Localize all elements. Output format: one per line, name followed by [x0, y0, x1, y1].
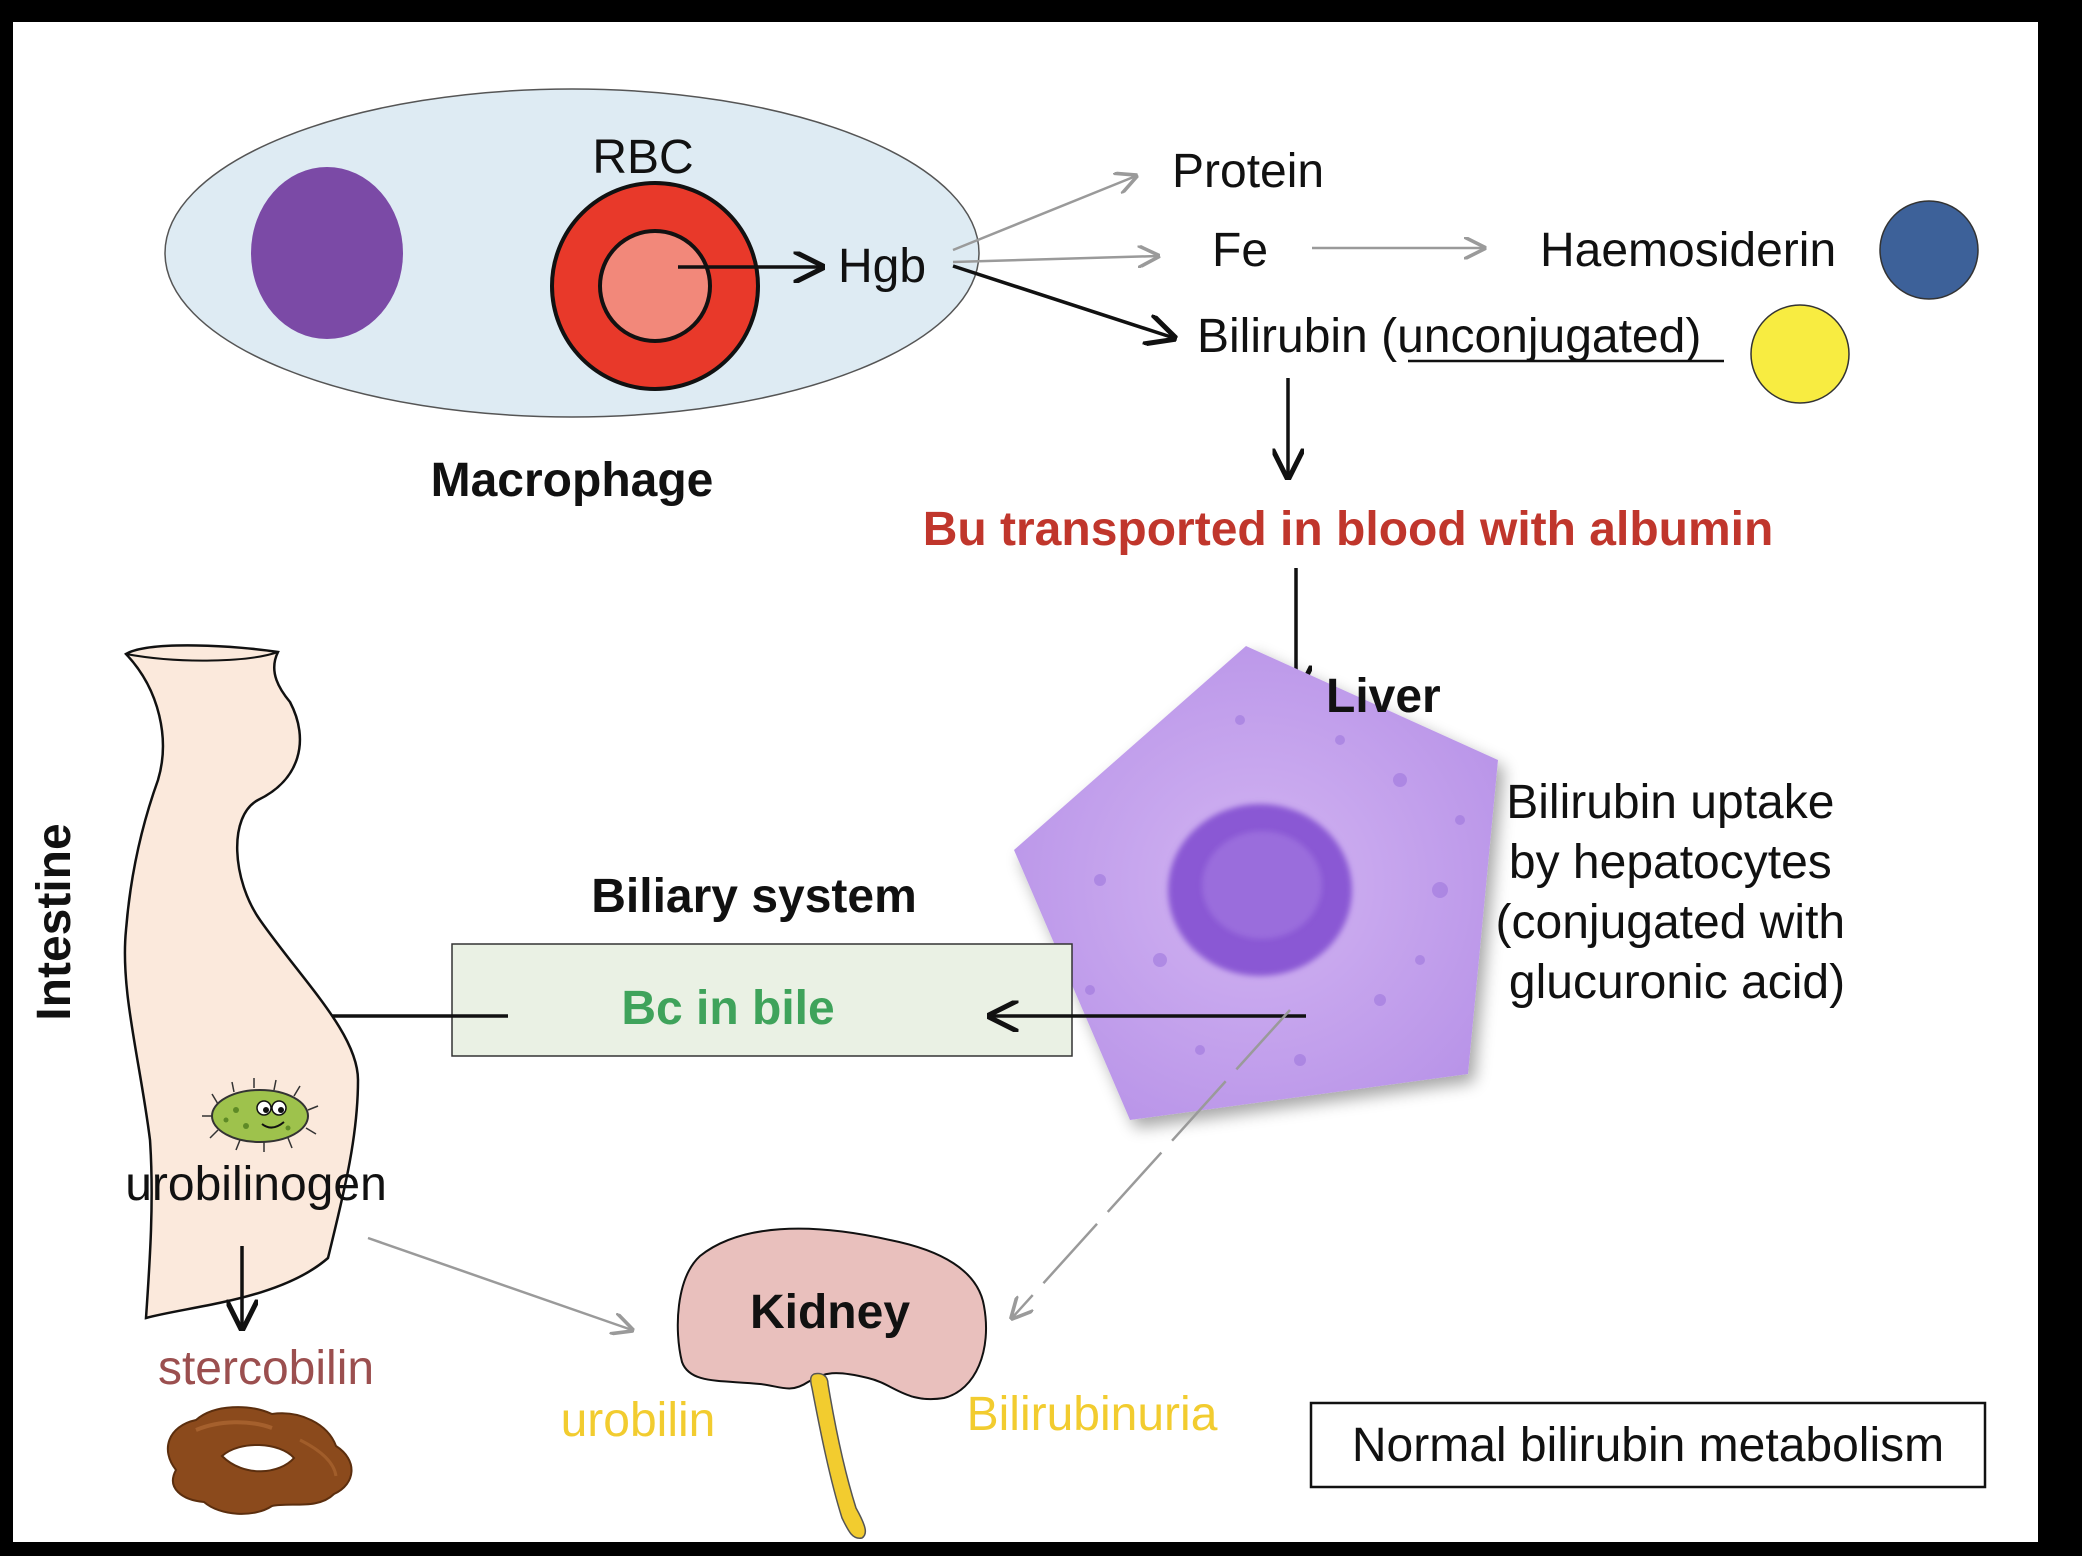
- arrow-to-protein: [952, 176, 1136, 252]
- rbc-inner: [598, 229, 712, 343]
- kidney-shape: [676, 1227, 988, 1401]
- intestine-shape: [123, 644, 360, 1320]
- title-text: Normal bilirubin metabolism: [1352, 1419, 1944, 1472]
- haemosiderin-dot: [1879, 200, 1979, 300]
- bilirubin-dot: [1750, 304, 1850, 404]
- bilirubinuria-label: Bilirubinuria: [967, 1388, 1218, 1441]
- stool-icon: [166, 1406, 353, 1515]
- macrophage-nucleus: [251, 167, 403, 339]
- arrow-liver-to-kidney: [1012, 1009, 1291, 1318]
- liver-label: Liver: [1326, 670, 1441, 723]
- rbc-label: RBC: [592, 131, 693, 184]
- arrow-to-fe: [952, 256, 1158, 262]
- macrophage-label: Macrophage: [431, 454, 714, 507]
- bacterium-icon: [202, 1078, 319, 1152]
- intestine-label: Intestine: [28, 823, 81, 1020]
- title-box: [1309, 1401, 1987, 1489]
- bile-box: [451, 943, 1073, 1057]
- biliary-heading: Biliary system: [591, 870, 917, 923]
- hgb-label: Hgb: [838, 240, 926, 293]
- transport-text: Bu transported in blood with albumin: [923, 503, 1774, 556]
- intestine-top-rim: [125, 651, 279, 662]
- ureter-icon: [809, 1372, 867, 1539]
- liver-uptake-text: Bilirubin uptake by hepatocytes (conjuga…: [1496, 776, 1859, 1009]
- arrow-intestine-to-kidney: [367, 1236, 632, 1330]
- kidney-label: Kidney: [750, 1286, 910, 1339]
- stercobilin-label: stercobilin: [158, 1342, 374, 1395]
- hepatocyte-image: [1014, 646, 1498, 1120]
- haemosiderin-label: Haemosiderin: [1540, 224, 1836, 277]
- protein-label: Protein: [1172, 145, 1324, 198]
- urobilin-label: urobilin: [561, 1394, 716, 1447]
- bilirubin-label: Bilirubin (unconjugated): [1197, 310, 1701, 363]
- arrow-to-bilirubin: [952, 264, 1174, 338]
- bile-text: Bc in bile: [621, 982, 834, 1035]
- urobilinogen-label: urobilinogen: [125, 1158, 387, 1211]
- unconjugated-text: unconjugated: [1397, 310, 1685, 363]
- fe-label: Fe: [1212, 224, 1268, 277]
